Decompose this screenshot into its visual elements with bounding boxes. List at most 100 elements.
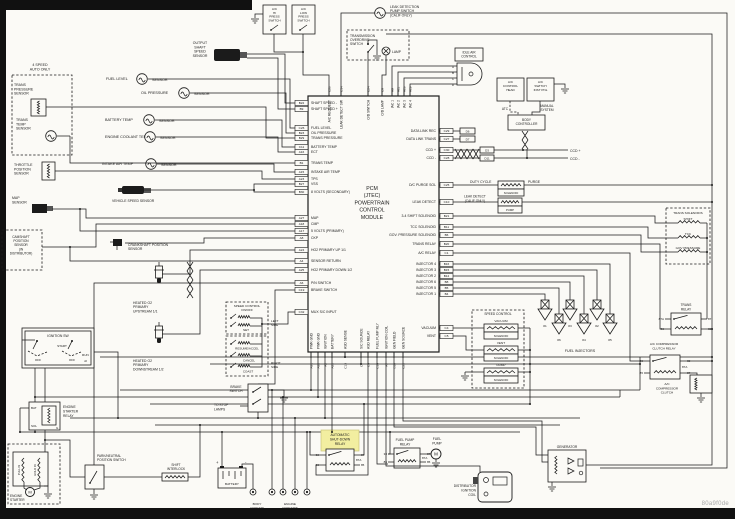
junction-dot [78,207,82,211]
pcm-pin-label: VSS [311,182,319,186]
ccd-plus-label: CCD + [570,149,581,153]
pcm-pin-number: A27 [299,216,305,220]
junction-dot [528,370,532,374]
pcm-pin-label: 5 VOLTS (PRIMARY) [311,229,344,233]
wire [69,136,295,164]
pcm-pin-label: IAC 3 [402,100,406,108]
box [483,331,519,340]
pcm-pin [294,309,309,315]
intake-air-temp-sensor [145,158,157,170]
wire [302,34,330,96]
junction-dot [309,388,313,392]
ac-control-head [496,77,525,102]
label: SPEED CONTROL [484,312,512,316]
junction-dot [330,430,334,434]
pcm-pin-number: A4 [300,259,304,263]
motor-letter: M [28,490,32,495]
wire [144,183,295,191]
pcm-pin-label: LEAK DETECT SW [339,99,343,129]
switch-lever [230,351,237,357]
label: OFF [35,358,41,362]
vss-tip [118,188,122,192]
label: #1 [543,324,547,328]
oil-pressure-label: OIL PRESSURE [141,91,169,95]
pcm-pin [439,250,454,256]
switch-pivot [230,343,232,345]
distributor-ignition-coil [477,471,513,503]
coast-label: COAST [243,370,254,374]
switch-pivot [299,29,301,31]
box [497,188,525,197]
gen-terminal [577,458,584,467]
ccd-pin: D11 [484,157,490,161]
pcm-pin-label: CKP [311,236,319,240]
junction-dot [710,183,714,187]
coil [237,340,251,345]
relay-pivot [396,453,398,455]
twisted-pair [460,148,468,160]
label: #2 [595,324,599,328]
junction-dot [33,430,37,434]
wire [381,55,387,96]
pcm-pin-label: O/D SWITCH [366,99,370,119]
pcm-pin-number: B21 [444,214,450,218]
pcm-pin [294,181,309,187]
solenoid-coil [486,348,516,352]
sc-vent-solenoid [483,345,519,355]
label: DUMP [496,363,505,367]
coil [694,377,698,391]
relay-pivot [652,360,654,362]
ac-compressor-clutch-relay [649,354,681,380]
junction-dot [18,430,22,434]
coil [237,352,251,357]
pcm-pin-label: HO2 PRIMARY DOWN 1/2 [311,268,352,272]
pcm-pin-number: A16 [402,86,406,92]
wire [652,357,667,362]
ground-lug-icon [270,490,274,494]
pcm-pin [294,100,309,106]
switch-lever [367,44,375,53]
ac-hi-press-switch [262,4,287,35]
wire [396,450,409,455]
pcm-pin-label: ASD SENSE [343,329,347,349]
pcm-pin-label: LEAK DETECT [413,200,437,204]
pcm-pin-label: 8 VOLTS (SECONDARY) [311,190,350,194]
pcm-title: PCM [366,186,378,192]
pcm-pin-label: TRANS RELAY [412,242,436,246]
wire [554,313,564,324]
pcm-pin-label: MAP [311,216,319,220]
pcm-pin [439,155,454,161]
coil-detail [483,491,489,497]
pcm-pin-number: A15 [299,170,305,174]
pcm-pin-label: ECT [311,150,319,154]
wire [453,215,678,224]
pcm-pin-label: A/C REQUEST [327,100,331,122]
pcm-pin-number: C27 [444,137,450,141]
pcm-pin-number: C1 [445,251,449,255]
resistor [46,163,51,179]
pcm-pin-number: A19 [408,86,412,92]
box [24,330,92,366]
twisted-pair [186,279,194,290]
automatic-shutdown-relay [325,448,355,472]
wire [554,83,566,88]
wire [376,352,388,465]
relay-pin: 30 [384,452,388,456]
speed-control-left-box [225,301,269,335]
pcm-pin-label: CCD + [426,148,436,152]
pcm-pin-number: B8 [445,280,449,284]
wire [453,269,598,300]
switch-lever [230,321,237,327]
twisted-pair [521,130,529,141]
pcm-pin-number: A2 [323,363,327,367]
junction-dot [528,348,532,352]
pcm-pin-label: GOV. PRESSURE SOLENOID [389,233,436,237]
pcm-pin-number: A25 [299,268,305,272]
junction-dot [638,362,642,366]
